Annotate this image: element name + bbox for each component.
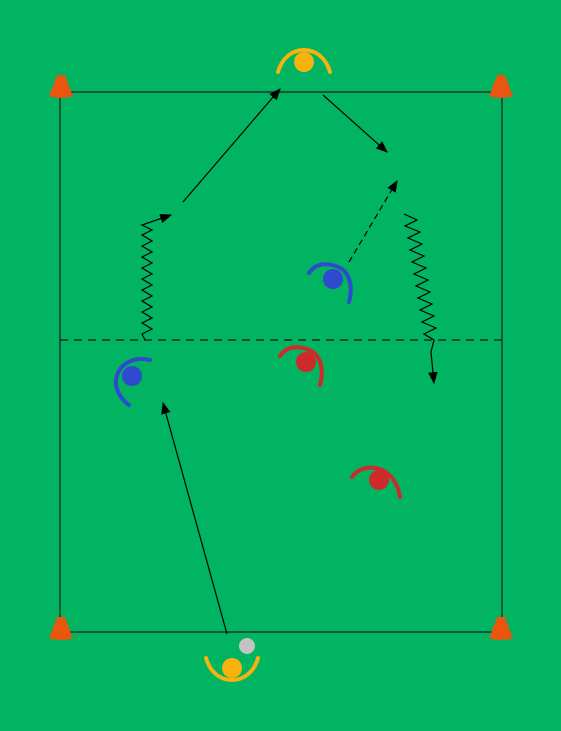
field-boundary	[59, 91, 503, 633]
pass-arrow-bottom-to-blue	[161, 401, 228, 635]
run-arrow-blue-center	[348, 179, 398, 263]
cone-bottom-left	[49, 617, 73, 640]
pass-arrow-to-top-player	[182, 88, 281, 203]
red-player-right	[350, 465, 402, 499]
blue-player-center	[307, 262, 353, 304]
neutral-player-top	[276, 47, 332, 74]
blue-player-left	[113, 357, 152, 407]
pass-arrow-top-player-to-right	[322, 94, 388, 153]
cone-top-right	[489, 75, 513, 98]
neutral-player-bottom	[204, 656, 260, 683]
cone-top-left	[49, 75, 73, 98]
dribble-arrow-right-side	[403, 213, 438, 385]
ball	[239, 638, 255, 654]
dribble-arrow-blue-left	[140, 213, 173, 341]
red-player-center	[278, 345, 324, 387]
cone-bottom-right	[489, 617, 513, 640]
